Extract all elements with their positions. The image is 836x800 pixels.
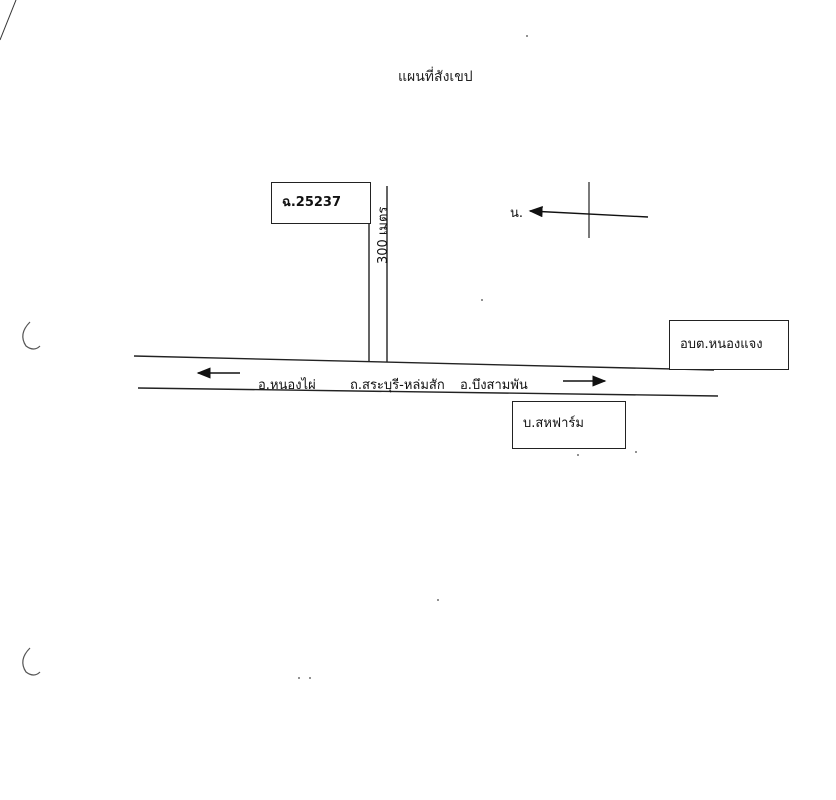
road-code-label: ฉ.25237 <box>282 195 342 210</box>
speck <box>481 299 483 301</box>
left-destination-label: อ.หนองไผ่ <box>258 378 316 393</box>
speck <box>577 454 579 456</box>
speck <box>635 451 637 453</box>
binder-hole-mark <box>22 647 41 676</box>
highway-lower-edge <box>137 387 719 397</box>
road-code-box: ฉ.25237 <box>271 182 371 224</box>
farm-label: บ.สหฟาร์ม <box>523 416 584 431</box>
north-label: น. <box>510 206 524 221</box>
north-arrow-icon <box>528 206 649 218</box>
speck <box>526 35 528 37</box>
distance-label: 300 เมตร <box>376 206 391 264</box>
speck <box>437 599 439 601</box>
sao-office-box: อบต.หนองแจง <box>669 320 789 370</box>
highway-upper-edge <box>133 355 715 371</box>
map-title: แผนที่สังเขป <box>398 69 473 85</box>
speck <box>309 677 311 679</box>
sao-office-label: อบต.หนองแจง <box>680 337 763 352</box>
corner-mark <box>0 0 17 41</box>
farm-box: บ.สหฟาร์ม <box>512 401 626 449</box>
road-name-label: ถ.สระบุรี-หล่มสัก <box>350 378 445 393</box>
binder-hole-mark <box>22 321 41 350</box>
right-destination-label: อ.บึงสามพัน <box>460 378 528 393</box>
speck <box>298 677 300 679</box>
